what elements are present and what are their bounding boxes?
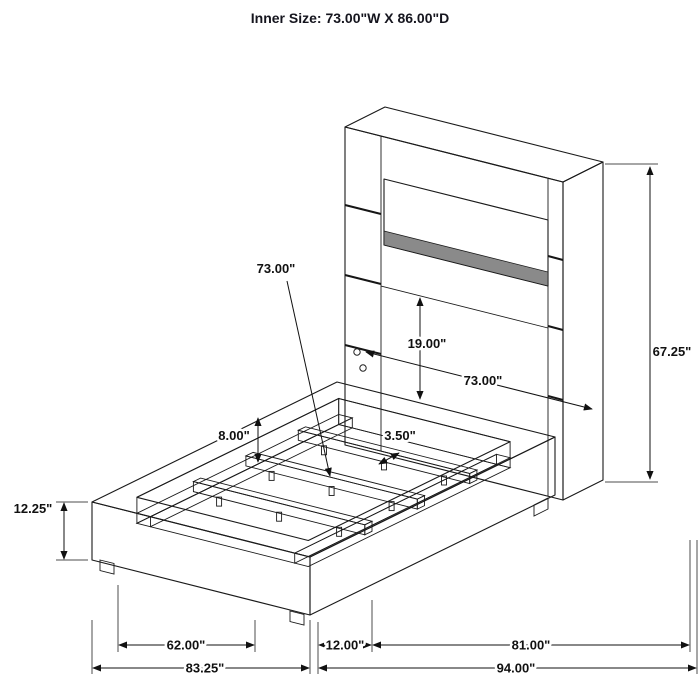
bed-foot xyxy=(289,610,305,626)
dim-line-inner-width xyxy=(365,350,593,411)
diagram-title: Inner Size: 73.00"W X 86.00"D xyxy=(251,10,449,26)
dim-label-panel-height: 19.00" xyxy=(408,336,447,351)
slat-3 xyxy=(296,426,479,486)
headboard-front-face xyxy=(344,126,564,501)
slat-foot xyxy=(216,496,223,507)
dim-label-bottom-inner-width: 62.00" xyxy=(167,638,206,653)
headboard-top-face xyxy=(344,106,604,183)
slat-end xyxy=(469,469,478,485)
headboard-side-face xyxy=(562,161,604,501)
headboard-pillar-notches xyxy=(344,204,564,401)
dim-label-bottom-side-length: 81.00" xyxy=(512,638,551,653)
bolt-hole xyxy=(353,348,361,356)
slat-foot xyxy=(321,445,327,456)
bolt-hole xyxy=(359,364,367,372)
side-rail-right-face xyxy=(309,436,556,616)
dim-label-support-height: 8.00" xyxy=(218,428,249,443)
right-ledge-face xyxy=(294,453,497,564)
dimension-annotations: 73.00" 19.00" 67.25" 73.00" 3.50" 8.00" … xyxy=(11,163,698,678)
slat-foot xyxy=(328,486,335,496)
slat-foot xyxy=(388,501,395,512)
slat-top xyxy=(244,451,426,500)
dim-label-overall-height: 67.25" xyxy=(653,344,692,359)
slat-1 xyxy=(192,477,374,537)
slat-foot xyxy=(441,475,447,486)
dim-label-slat-length: 73.00" xyxy=(257,261,296,276)
dim-label-overall-depth: 94.00" xyxy=(497,661,536,676)
slat-2 xyxy=(244,451,426,512)
dim-label-inner-width: 73.00" xyxy=(464,373,503,388)
leader-slat-length xyxy=(286,280,332,477)
slat-foot xyxy=(276,511,283,522)
slat-foot xyxy=(268,470,275,481)
dim-label-slat-width: 3.50" xyxy=(384,428,415,443)
bed-foot xyxy=(99,559,115,575)
dim-label-base-height: 12.25" xyxy=(14,501,53,516)
slat-end xyxy=(416,494,425,510)
slat-support-ledges xyxy=(135,414,512,564)
dim-label-foot-thickness: 12.00" xyxy=(326,638,365,653)
slat-foot xyxy=(336,526,343,537)
headboard-groove-line xyxy=(380,285,549,329)
dim-label-overall-width: 83.25" xyxy=(186,661,225,676)
headboard-light-panel-shadow xyxy=(383,230,549,287)
slat-end xyxy=(364,520,373,536)
left-ledge-face xyxy=(150,417,353,528)
dim-line-slat-width xyxy=(378,452,400,465)
bottom-extension-lines xyxy=(91,540,698,674)
bed-foot xyxy=(533,497,549,517)
platform-base xyxy=(91,381,556,626)
headboard xyxy=(344,106,604,501)
